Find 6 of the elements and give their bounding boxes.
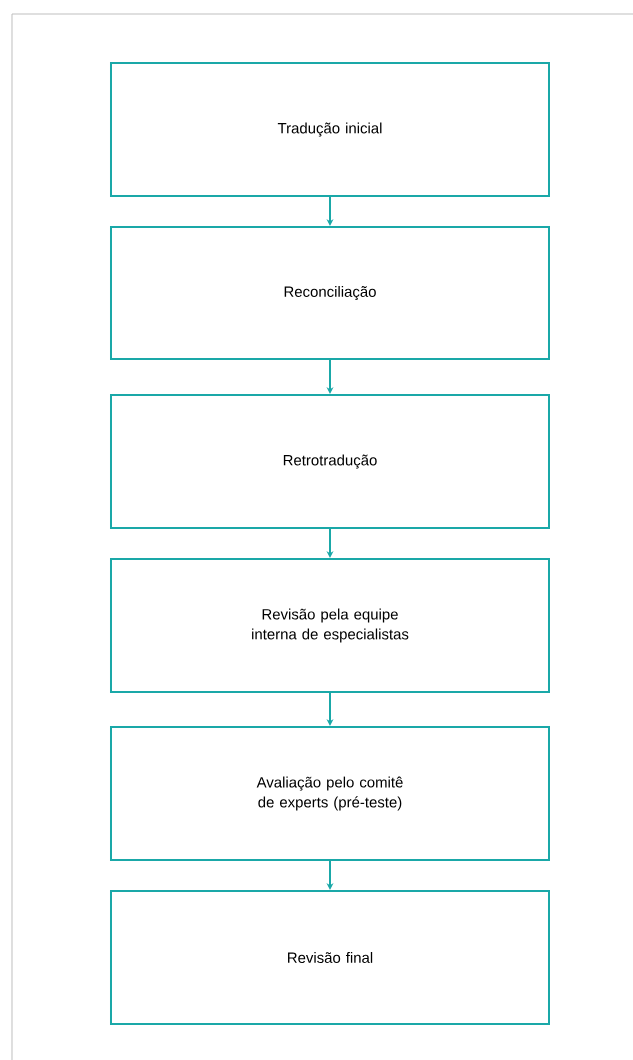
process-box: Retrotradução [110,394,550,529]
process-box: Tradução inicial [110,62,550,197]
process-box: Avaliação pelo comitê de experts (pré-teste) [110,726,550,861]
process-box: Revisão pela equipe interna de especialistas [110,558,550,693]
process-box: Revisão final [110,890,550,1025]
process-box: Reconciliação [110,226,550,360]
